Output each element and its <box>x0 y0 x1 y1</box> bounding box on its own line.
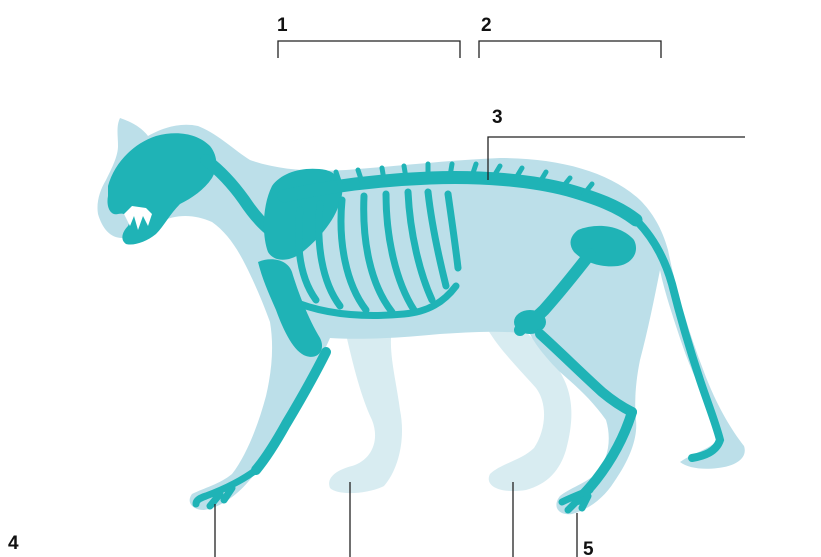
label-5: 5 <box>583 539 594 557</box>
label-4: 4 <box>8 533 19 554</box>
bracket-1 <box>278 41 460 58</box>
far-front-leg <box>329 330 402 493</box>
label-2: 2 <box>481 15 492 36</box>
bracket-2 <box>479 41 661 58</box>
label-3: 3 <box>492 107 503 128</box>
far-legs <box>329 326 571 493</box>
label-1: 1 <box>277 15 288 36</box>
